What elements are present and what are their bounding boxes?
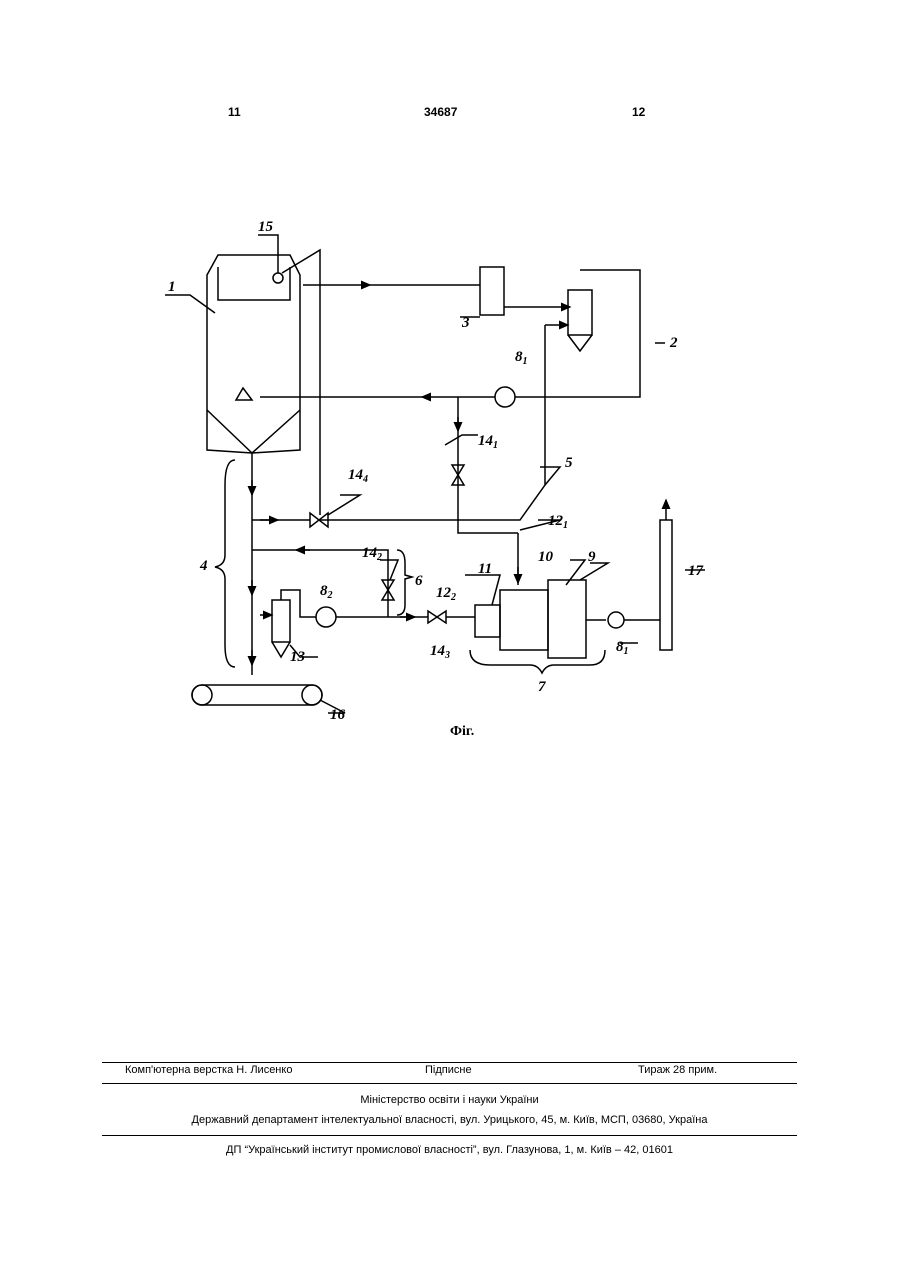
footer-rule-bottom: [102, 1135, 797, 1136]
label-14-3-sub: 3: [444, 650, 450, 661]
svg-text:143: 143: [430, 643, 450, 661]
label-8-1-sub: 1: [523, 356, 528, 367]
patent-number: 34687: [424, 105, 457, 119]
label-14-1: 14: [478, 433, 494, 449]
label-14-2: 14: [362, 545, 378, 561]
pump-8-3: [608, 612, 624, 628]
label-12-1-sub: 1: [563, 520, 568, 531]
svg-text:81: 81: [515, 349, 528, 367]
label-3: 3: [461, 315, 470, 331]
label-14-1-sub: 1: [493, 440, 498, 451]
process-schematic: 15 1 3 2 81 141 5 144 121 10 9 11 4 142 …: [160, 195, 720, 750]
unit-9: [548, 580, 586, 658]
label-5: 5: [565, 455, 573, 471]
box-3: [480, 267, 504, 315]
nozzle-triangle: [236, 388, 252, 400]
footer-signed: Підписне: [425, 1064, 472, 1076]
cyclone-13: [272, 600, 290, 642]
footer-rule-top: [102, 1062, 797, 1063]
label-14-2-sub: 2: [376, 552, 382, 563]
svg-text:122: 122: [436, 585, 456, 603]
page-number-left: 11: [228, 105, 241, 119]
footer-ministry: Міністерство освіти і науки України: [102, 1094, 797, 1106]
figure-caption: Фіг.: [450, 724, 474, 739]
label-6: 6: [415, 573, 423, 589]
pump-8-1: [495, 387, 515, 407]
label-15: 15: [258, 219, 274, 235]
label-16: 16: [330, 707, 346, 723]
svg-text:144: 144: [348, 467, 368, 485]
label-7: 7: [538, 679, 546, 695]
patent-figure: 15 1 3 2 81 141 5 144 121 10 9 11 4 142 …: [160, 195, 720, 750]
footer-department: Державний департамент інтелектуальної вл…: [102, 1114, 797, 1126]
footer-institute: ДП “Український інститут промислової вла…: [102, 1144, 797, 1156]
label-14-3: 14: [430, 643, 446, 659]
svg-text:121: 121: [548, 513, 568, 531]
valve-14-3: [428, 611, 446, 623]
label-1: 1: [168, 279, 176, 295]
label-17: 17: [688, 563, 704, 579]
label-4: 4: [199, 558, 208, 574]
label-14-4: 14: [348, 467, 364, 483]
label-8-2-sub: 2: [327, 590, 333, 601]
label-13: 13: [290, 649, 306, 665]
svg-text:141: 141: [478, 433, 498, 451]
label-9: 9: [588, 549, 596, 565]
chimney-17: [660, 520, 672, 650]
svg-text:82: 82: [320, 583, 333, 601]
footer-rule-middle: [102, 1083, 797, 1084]
unit-10: [500, 590, 548, 650]
label-12-1: 12: [548, 513, 564, 529]
label-10: 10: [538, 549, 554, 565]
label-8-3-sub: 1: [624, 646, 629, 657]
footer-layout-credit: Комп'ютерна верстка Н. Лисенко: [125, 1064, 292, 1076]
nozzle-15: [273, 273, 283, 283]
page-number-right: 12: [632, 105, 645, 119]
label-14-4-sub: 4: [362, 474, 368, 485]
cyclone-2: [568, 290, 592, 335]
pump-8-2: [316, 607, 336, 627]
label-11: 11: [478, 561, 492, 577]
svg-text:142: 142: [362, 545, 382, 563]
label-12-2: 12: [436, 585, 452, 601]
svg-text:81: 81: [616, 639, 629, 657]
label-2: 2: [669, 335, 678, 351]
unit-11: [475, 605, 500, 637]
footer-circulation: Тираж 28 прим.: [638, 1064, 717, 1076]
label-12-2-sub: 2: [450, 592, 456, 603]
